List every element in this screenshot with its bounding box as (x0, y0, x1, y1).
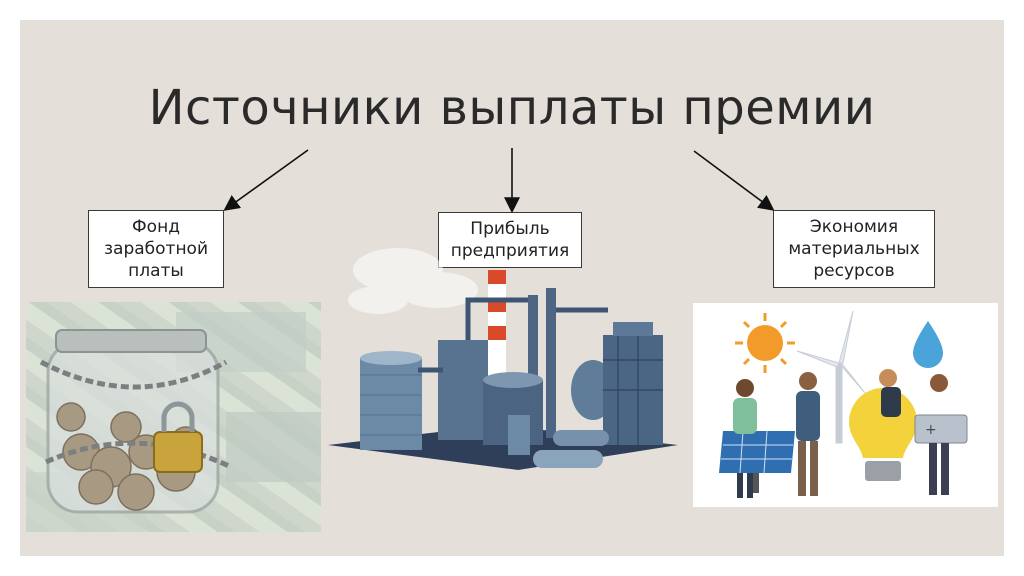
factory-image (318, 230, 694, 492)
water-drop-icon (913, 321, 943, 368)
arrow-right (693, 150, 775, 211)
wind-turbine-icon (796, 310, 866, 444)
sun-icon (735, 313, 795, 373)
arrow-left (223, 149, 309, 211)
box-enterprise-profit: Прибыль предприятия (438, 212, 582, 268)
battery-icon: + (914, 414, 968, 444)
box-wage-fund-label: Фонд заработной платы (103, 217, 209, 281)
box-wage-fund: Фонд заработной платы (88, 210, 224, 288)
jar-of-coins-image (26, 302, 321, 532)
box-material-savings: Экономия материальных ресурсов (773, 210, 935, 288)
svg-text:+: + (925, 422, 937, 438)
solar-panel-icon (719, 430, 795, 493)
slide-title: Источники выплаты премии (148, 80, 876, 136)
box-material-savings-label: Экономия материальных ресурсов (788, 217, 920, 281)
person-figures (733, 369, 949, 498)
box-enterprise-profit-label: Прибыль предприятия (450, 219, 570, 261)
green-energy-people-image: + (693, 303, 998, 507)
